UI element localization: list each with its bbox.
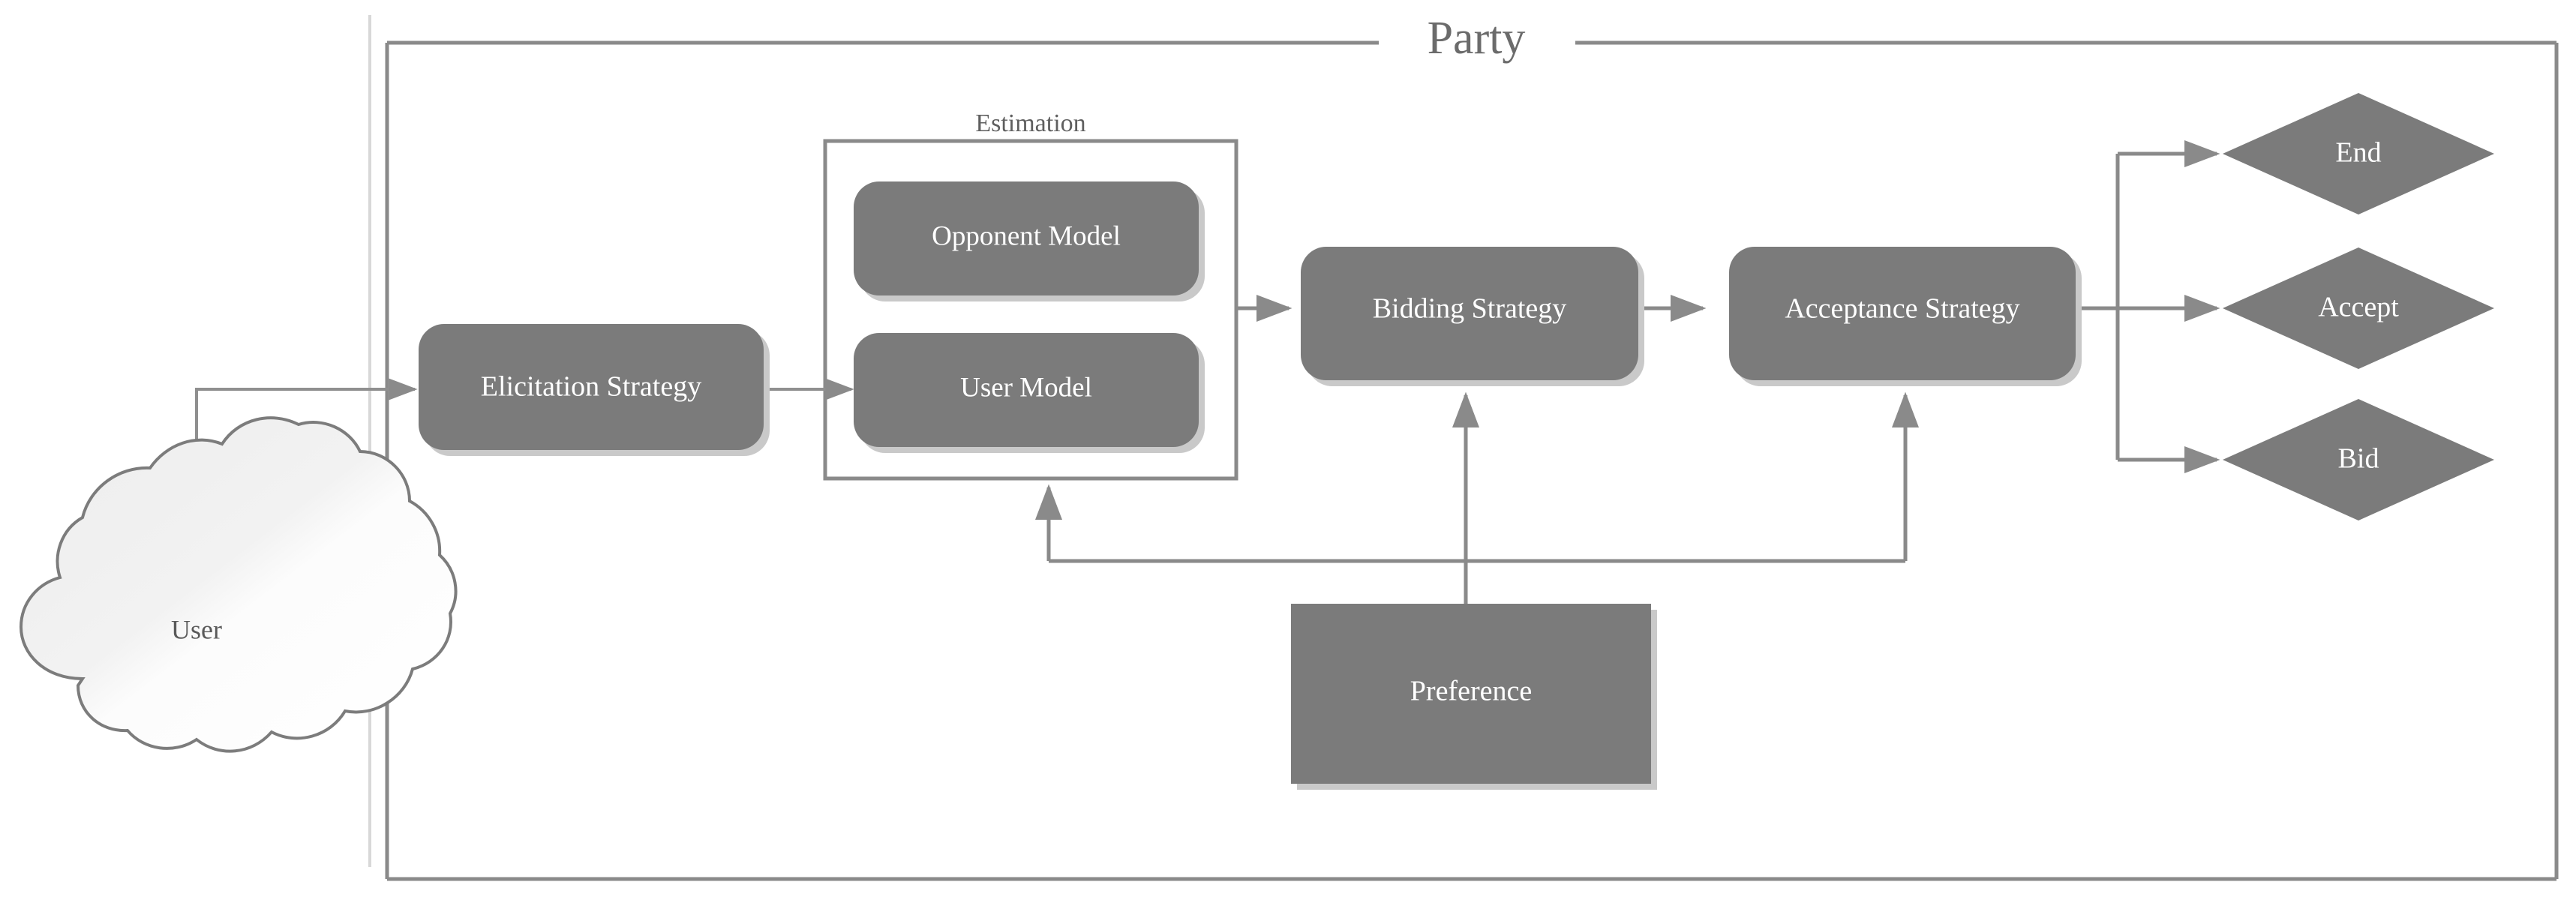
bid-diamond	[2223, 399, 2494, 520]
accept-label: Accept	[2318, 292, 2399, 323]
outcome-accept[interactable]: Accept	[2223, 248, 2494, 369]
opponent-model-label: Opponent Model	[932, 220, 1121, 251]
outcome-end[interactable]: End	[2223, 93, 2494, 214]
node-elicitation-strategy[interactable]: Elicitation Strategy	[419, 324, 770, 456]
party-title: Party	[1428, 13, 1526, 64]
node-opponent-model[interactable]: Opponent Model	[854, 182, 1205, 302]
acceptance-label: Acceptance Strategy	[1785, 293, 2019, 325]
actor-user-cloud[interactable]: User	[19, 416, 458, 753]
bid-label: Bid	[2338, 443, 2379, 475]
acceptance-box	[1729, 247, 2076, 380]
opponent-model-box	[854, 182, 1199, 296]
node-bidding-strategy[interactable]: Bidding Strategy	[1301, 247, 1644, 386]
user-model-label: User Model	[960, 372, 1092, 403]
user-model-box	[854, 333, 1199, 447]
preference-label: Preference	[1410, 676, 1532, 707]
end-label: End	[2335, 137, 2381, 169]
node-user-model[interactable]: User Model	[854, 333, 1205, 453]
user-cloud-label: User	[171, 614, 222, 644]
elicitation-label: Elicitation Strategy	[481, 371, 701, 403]
elicitation-box	[419, 324, 764, 450]
estimation-group-label: Estimation	[975, 110, 1085, 137]
outcome-bid[interactable]: Bid	[2223, 399, 2494, 520]
node-preference[interactable]: Preference	[1291, 604, 1657, 790]
node-acceptance-strategy[interactable]: Acceptance Strategy	[1729, 247, 2082, 386]
preference-box	[1291, 604, 1651, 784]
bidding-label: Bidding Strategy	[1373, 293, 1567, 325]
bidding-box	[1301, 247, 1638, 380]
accept-diamond	[2223, 248, 2494, 369]
user-cloud-shape	[19, 416, 458, 753]
end-diamond	[2223, 93, 2494, 214]
